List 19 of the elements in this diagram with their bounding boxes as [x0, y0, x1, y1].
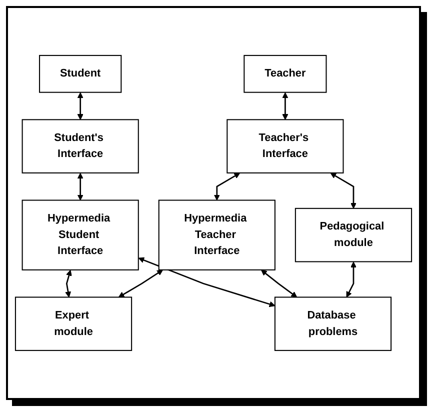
node-box: Teacher's Interface [226, 119, 344, 174]
node-box: Hypermedia Teacher Interface [158, 200, 276, 270]
arrow [77, 172, 84, 201]
arrow [77, 92, 84, 120]
arrow [138, 257, 276, 308]
node-box: Pedagogical module [294, 208, 412, 262]
arrow [330, 172, 356, 209]
node-box: Student [39, 54, 122, 93]
arrow [65, 270, 72, 298]
arrow [214, 172, 240, 201]
node-box: Hypermedia Student Interface [22, 200, 139, 270]
node-box: Student's Interface [22, 119, 139, 174]
arrow [282, 92, 288, 120]
arrow [346, 262, 356, 298]
node-box: Teacher [244, 54, 327, 93]
arrow [261, 270, 298, 298]
node-box: Expert module [14, 296, 132, 351]
arrow [118, 270, 163, 298]
node-box: Database problems [274, 296, 392, 351]
